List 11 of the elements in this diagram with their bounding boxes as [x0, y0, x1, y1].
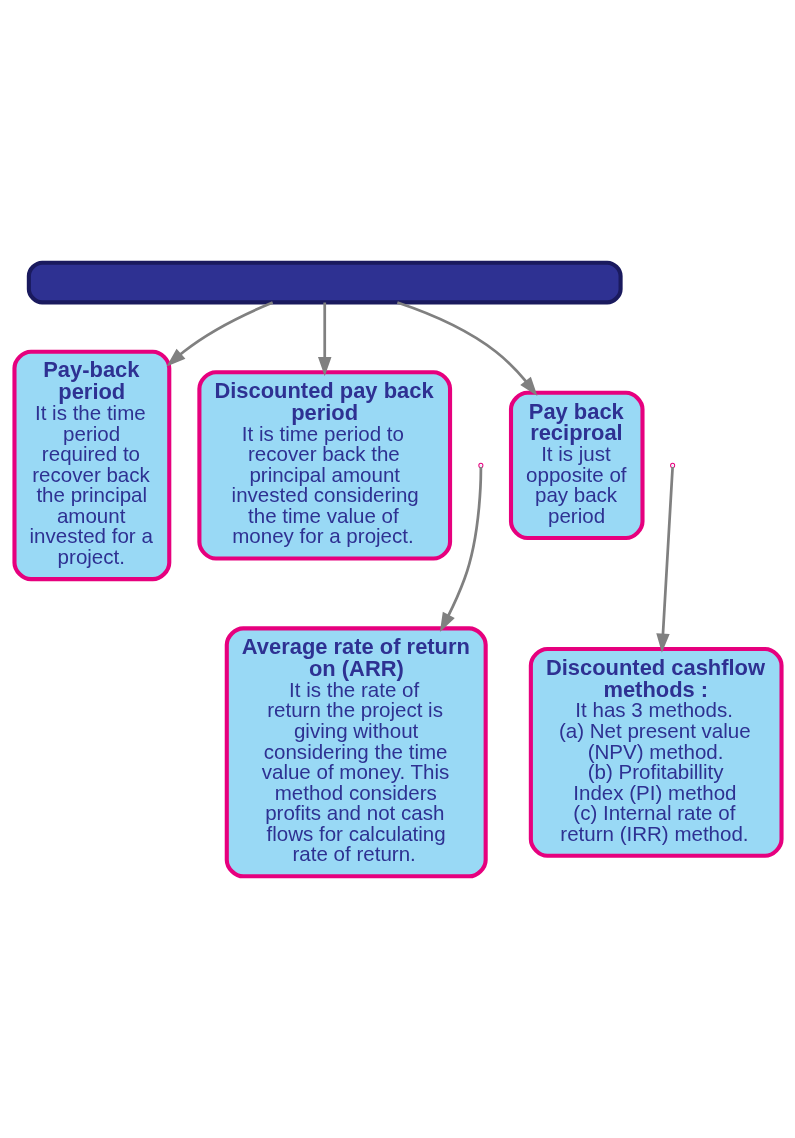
node-box: Discounted cashflow methods : It has 3 methods. (a) Net present value (NPV) method. (b) Profitabillity Index (PI) method (c) Internal rate of return (IRR) method. — [528, 646, 784, 858]
arrow — [396, 300, 537, 396]
arrow — [317, 302, 331, 376]
node-box — [26, 260, 623, 304]
node-box: Pay back reciproal It is just opposite of pay back period — [508, 390, 645, 540]
arrow — [655, 466, 674, 653]
node-box: Discounted pay back period It is time period to recover back the principal amount invested considering the time value of money for a project. — [196, 369, 452, 561]
node-box: Pay-back period It is the time period required to recover back the principal amount invested for a project. — [11, 349, 171, 581]
node-box: Average rate of return on (ARR) It is the rate of return the project is giving without considering the time value of money. This method considers profits and not cash flows for calculating rate of return. — [224, 625, 488, 878]
arrow — [166, 300, 273, 366]
arrow — [439, 466, 482, 632]
